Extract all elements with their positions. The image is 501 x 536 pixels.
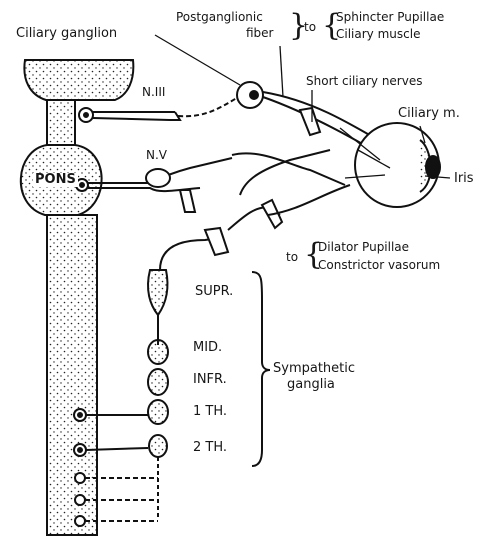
label-ganglia: ganglia xyxy=(287,378,335,392)
label-constrictor-vasorum: Constrictor vasorum xyxy=(318,258,440,272)
spinal-cord xyxy=(47,215,97,535)
midbrain-neck xyxy=(47,100,75,145)
second-thoracic-ganglion xyxy=(149,435,167,457)
ciliary-ganglion xyxy=(155,35,263,108)
first-thoracic-ganglion xyxy=(148,400,168,424)
label-to-1: to xyxy=(304,20,316,34)
label-1th: 1 TH. xyxy=(193,405,227,419)
label-ciliary-m: Ciliary m. xyxy=(398,107,460,121)
label-iris: Iris xyxy=(454,172,474,186)
label-short-ciliary-nerves: Short ciliary nerves xyxy=(306,74,422,88)
sympathetic-bracket xyxy=(252,272,270,466)
label-n-v: N.V xyxy=(146,148,167,162)
superior-cervical-ganglion xyxy=(148,270,167,315)
eyeball xyxy=(340,123,450,207)
label-dilator-pupillae: Dilator Pupillae xyxy=(318,240,409,254)
label-ciliary-muscle: Ciliary muscle xyxy=(336,27,420,41)
label-ciliary-ganglion: Ciliary ganglion xyxy=(16,27,117,41)
label-sphincter-pupillae: Sphincter Pupillae xyxy=(336,10,444,24)
inferior-cervical-ganglion xyxy=(148,369,168,395)
sympathetic-chain xyxy=(148,270,168,520)
label-to-2: to xyxy=(286,250,298,264)
label-2th: 2 TH. xyxy=(193,441,227,455)
label-supr: SUPR. xyxy=(195,285,233,299)
label-postganglionic: Postganglionic xyxy=(176,10,263,24)
middle-cervical-ganglion xyxy=(148,340,168,364)
label-n-iii: N.III xyxy=(142,85,165,99)
midbrain-top xyxy=(24,60,133,100)
label-sympathetic: Sympathetic xyxy=(273,362,355,376)
label-pons: PONS xyxy=(33,173,78,187)
label-fiber: fiber xyxy=(246,26,274,40)
label-mid: MID. xyxy=(193,341,222,355)
iris-disc xyxy=(426,156,440,178)
brainstem xyxy=(21,60,134,535)
label-infr: INFR. xyxy=(193,373,227,387)
